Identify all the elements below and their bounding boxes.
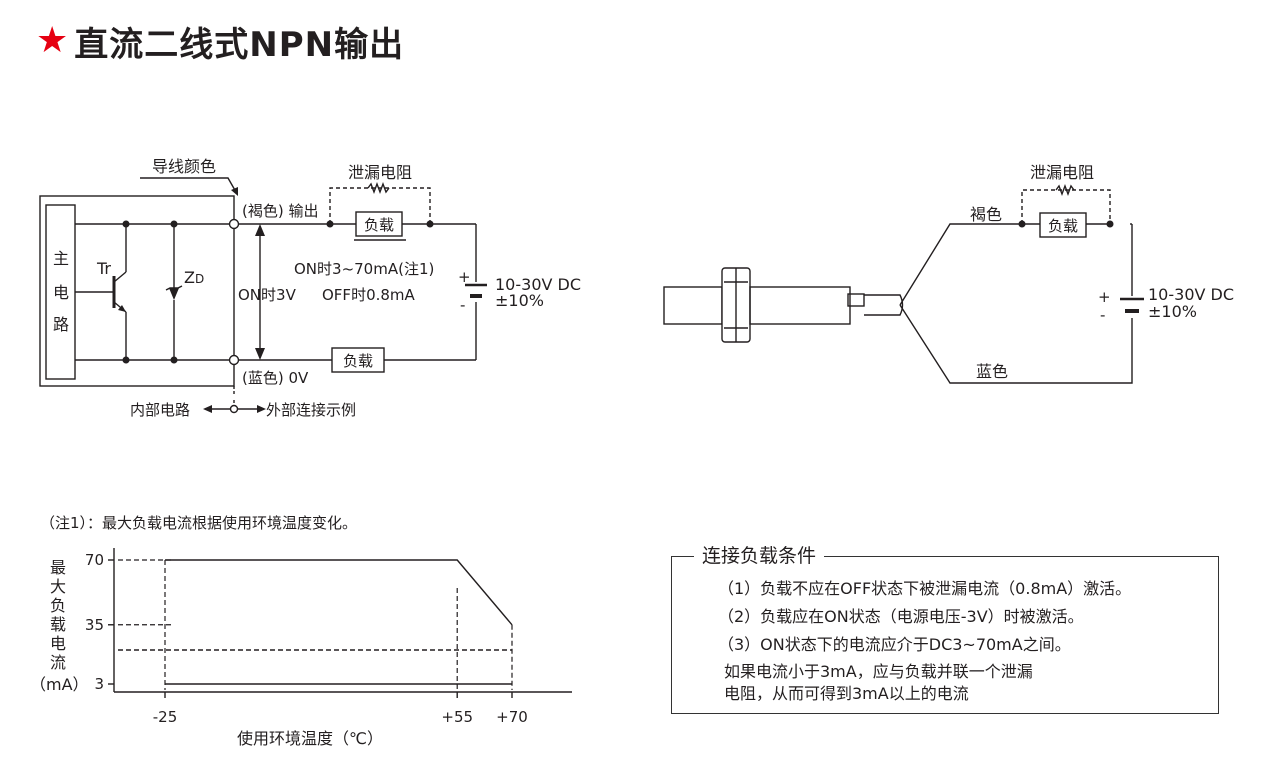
internal-circuit-label: 内部电路 [130,401,190,419]
leak-resistor-dashed [329,187,431,224]
derating-chart: 70 35 3 -25 +55 +70 最大负载电流 （mA） 使用环境温度（℃） [30,548,572,748]
condition-extra-note: 如果电流小于3mA，应与负载并联一个泄漏 电阻，从而可得到3mA以上的电流 [724,661,1033,705]
y-tick-label: 35 [85,616,104,634]
star-icon: ★ [36,20,69,61]
sensor-body [749,286,851,325]
leader-arrow-icon [231,187,238,196]
cable [864,294,904,316]
arrow-down-icon [255,348,265,360]
supply-tolerance-label: ±10% [495,291,544,310]
on-voltage-label: ON时3V [238,286,297,304]
zener-label: ZD [184,268,204,287]
transistor-label: Tr [96,259,111,278]
sensor-diagram: 泄漏电阻 褐色 蓝色 负载 + - 10-30V DC ±10% [663,163,1234,384]
wire-color-label: 导线颜色 [152,157,216,176]
condition-item: （1）负载不应在OFF状态下被泄漏电流（0.8mA）激活。 [718,579,1132,598]
blue-wire-label: 蓝色 [976,362,1008,381]
y-axis-label-char: 最 [50,558,66,577]
sensor-head [663,286,723,325]
conditions-title: 连接负载条件 [694,541,825,568]
x-tick-label: +55 [441,708,473,726]
blue-0v-label: (蓝色) 0V [242,369,309,387]
transistor-arrow [118,305,126,312]
load-label: 负载 [1048,217,1078,235]
brown-output-label: (褐色) 输出 [242,202,318,220]
y-axis-label-char: 载 [50,615,66,634]
main-circuit-char-2: 电 [53,283,69,302]
supply-tolerance-label: ±10% [1148,302,1197,321]
cable-gland [847,293,865,307]
condition-item: （2）负载应在ON状态（电源电压-3V）时被激活。 [718,607,1084,626]
load-top-label: 负载 [364,216,394,234]
y-tick-label: 3 [94,675,104,693]
leak-resistor-icon [1055,184,1075,196]
minus-label: - [1100,306,1105,324]
leak-resistor-icon [367,182,390,194]
conditions-box: 连接负载条件 （1）负载不应在OFF状态下被泄漏电流（0.8mA）激活。 （2）… [671,541,1219,714]
minus-label: - [460,296,465,314]
condition-extra-line: 如果电流小于3mA，应与负载并联一个泄漏 [724,662,1033,681]
x-axis-label: 使用环境温度（℃） [237,729,383,748]
y-axis-label-char: 大 [50,577,66,596]
x-tick-label: +70 [496,708,528,726]
terminal-brown [228,218,240,230]
external-connection-label: 外部连接示例 [266,401,356,419]
plus-label: + [1098,288,1111,306]
internal-circuit-box [39,195,235,387]
condition-item: （3）ON状态下的电流应介于DC3~70mA之间。 [718,635,1071,654]
load-box-bottom [331,347,385,373]
plus-label: + [458,268,471,286]
note-text: （注1）：最大负载电流根据使用环境温度变化。 [40,514,358,532]
terminal-blue [228,354,240,366]
title-text: 直流二线式NPN输出 [74,24,405,65]
arrow-left-icon [203,405,212,413]
load-bottom-label: 负载 [343,352,373,370]
y-axis-label-char: 电 [50,634,66,653]
off-current-label: OFF时0.8mA [322,286,416,304]
brown-wire-label: 褐色 [970,205,1002,224]
y-axis-label-char: 负 [50,596,66,615]
zener-arrow [169,288,179,300]
y-axis-label-char: 流 [50,653,66,672]
supply-voltage-label: 10-30V DC [495,275,581,294]
page-title: ★ 直流二线式NPN输出 [36,16,404,66]
wiring-diagram: 主 电 路 Tr ZD 导线颜色 泄漏电阻 (褐色) 输出 负载 负载 (蓝色)… [39,157,581,419]
supply-voltage-label: 10-30V DC [1148,285,1234,304]
on-current-label: ON时3~70mA(注1) [294,260,434,278]
series-line-1 [165,559,513,626]
load-box [1039,212,1087,238]
leak-resistor-label: 泄漏电阻 [348,163,412,182]
main-circuit-char-1: 主 [53,249,69,268]
x-tick-label: -25 [153,708,178,726]
load-box-top [355,211,403,237]
arrow-up-icon [255,224,265,236]
main-circuit-char-3: 路 [53,315,69,334]
y-tick-label: 70 [85,551,104,569]
y-axis-unit: （mA） [30,675,89,694]
terminal-divider [229,404,239,414]
leak-resistor-label: 泄漏电阻 [1030,163,1094,182]
condition-extra-line: 电阻，从而可得到3mA以上的电流 [724,684,969,703]
arrow-right-icon [257,405,266,413]
